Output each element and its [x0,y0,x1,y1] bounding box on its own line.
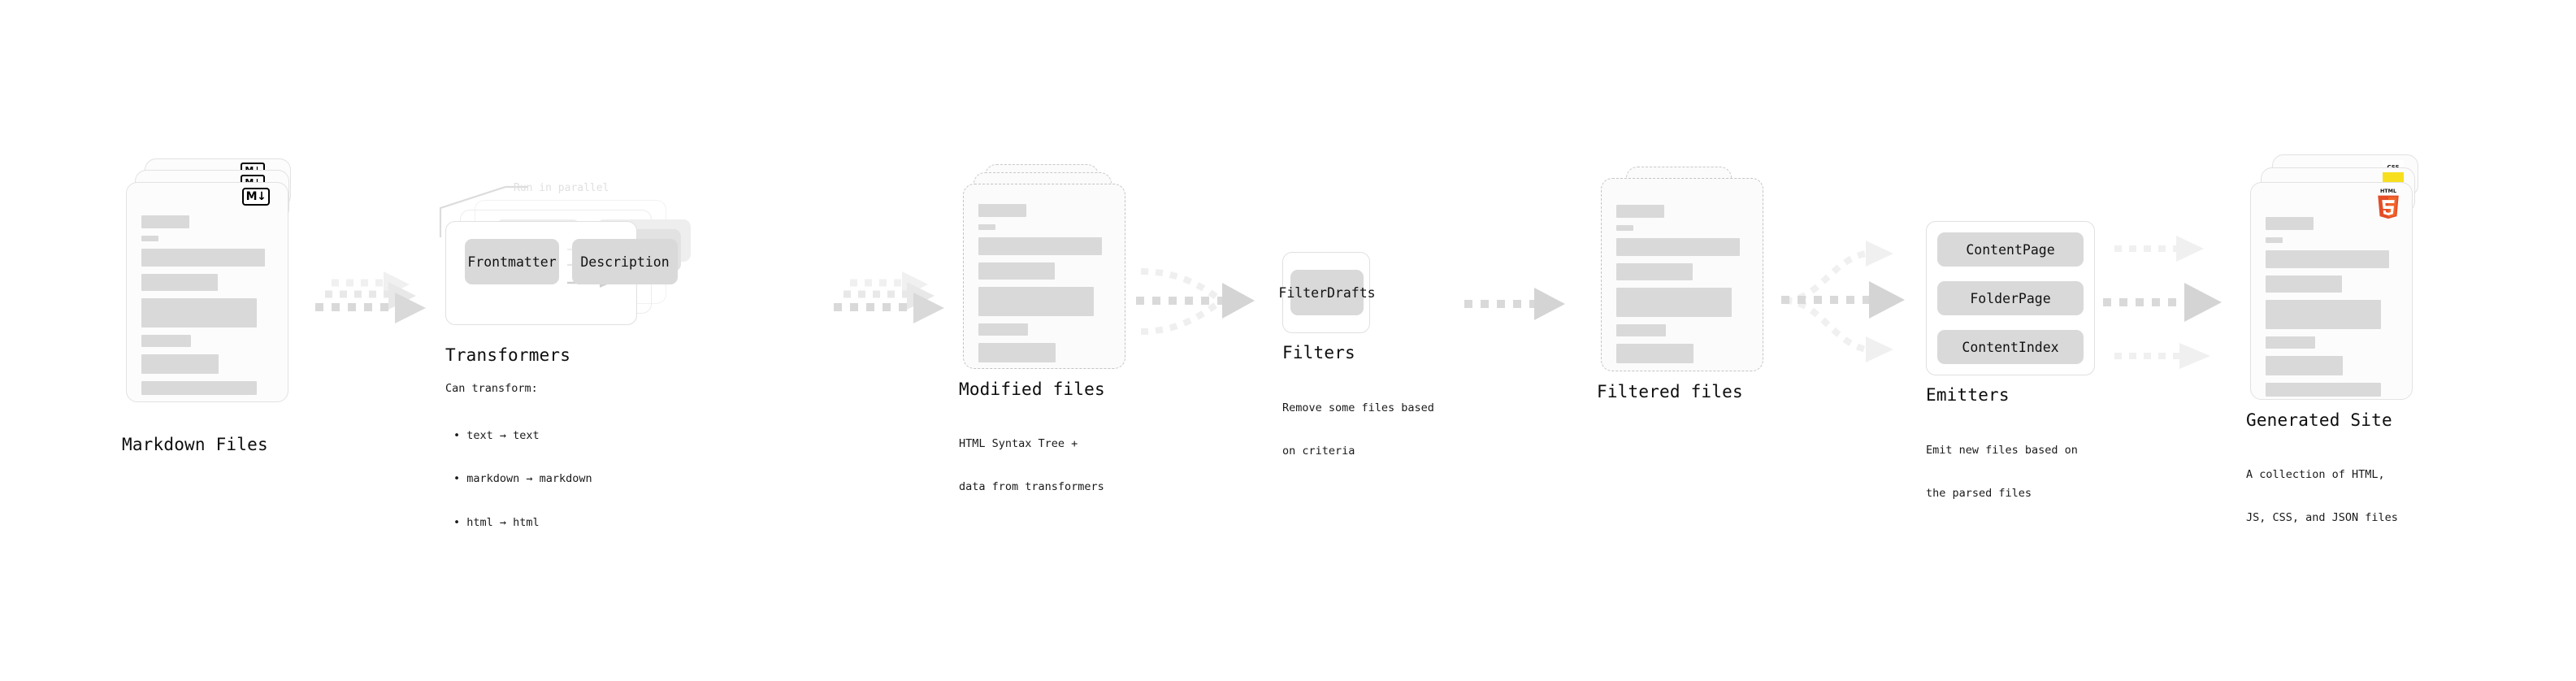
run-in-parallel-label: Run in parallel [514,182,609,194]
emitters-pill-contentindex-label: ContentIndex [1962,339,2059,355]
markdown-badge-label: M↓ [245,190,267,203]
markdown-card-stack: M↓ M↓ M↓ [122,158,297,427]
transformers-list-text: • text → text • markdown → markdown • ht… [453,400,592,559]
connector-transformers-to-modified [834,271,944,323]
filters-title: Filters [1282,343,1355,362]
modified-card-stack [959,164,1134,432]
modified-files-title: Modified files [959,380,1105,399]
transformers-title: Transformers [445,345,571,365]
transformer-pill-frontmatter[interactable]: Frontmatter [465,239,559,284]
subtitle-line: Remove some files based [1282,401,1434,414]
content-bar [978,224,995,230]
content-bar [978,237,1102,255]
subtitle-line: the parsed files [1926,487,2032,501]
subtitle-line: JS, CSS, and JSON files [2246,511,2398,525]
generated-site-subtitle: A collection of HTML, JS, CSS, and JSON … [2246,439,2398,555]
content-bar [978,204,1026,217]
subtitle-line: on criteria [1282,445,1355,458]
svg-text:HTML: HTML [2380,188,2396,194]
content-bar [978,262,1055,280]
transformer-pill-frontmatter-label: Frontmatter [467,254,557,270]
content-bar [1616,225,1633,231]
connector-emitters-to-site [2103,236,2222,369]
site-card-stack: CSS HTML [2246,154,2421,431]
content-bar [141,354,219,374]
connector-filtered-to-emitters [1781,241,1905,362]
filters-subtitle: Remove some files based on criteria [1282,372,1434,488]
content-bar [1616,288,1732,317]
filtered-card-front[interactable] [1601,178,1763,371]
content-bar [141,381,257,395]
filters-pill-filterdrafts[interactable]: FilterDrafts [1278,270,1376,315]
content-bar [2266,250,2389,268]
stage-modified-files: Modified files HTML Syntax Tree + data f… [959,164,1134,493]
connector-modified-to-filters [1136,268,1255,335]
content-bar [1616,344,1693,363]
connector-markdown-to-transformers [315,271,426,323]
modified-card-content [978,204,1113,368]
filtered-card-stack [1597,167,1772,410]
content-bar [2266,356,2343,375]
content-bar [2266,300,2381,329]
content-bar [978,287,1094,316]
content-bar [141,274,218,291]
stage-filtered-files: Filtered files [1597,167,1772,410]
subtitle-line: A collection of HTML, [2246,467,2385,481]
site-card-content [2266,217,2400,399]
emitters-pill-contentpage-label: ContentPage [1966,241,2055,258]
content-bar [1616,205,1664,218]
content-bar [978,343,1056,362]
subtitle-line: Emit new files based on [1926,443,2078,457]
content-bar [2266,383,2381,397]
transformers-subtitle-heading: Can transform: [445,382,538,395]
run-in-parallel-bracket [439,185,528,237]
transformer-pill-description[interactable]: Description [572,239,678,284]
content-bar [2266,237,2283,243]
filtered-card-content [1616,205,1751,371]
content-bar [141,335,191,347]
content-bar [141,249,265,267]
transform-item: • markdown → markdown [453,472,592,486]
modified-card-front[interactable] [963,184,1125,369]
content-bar [2266,336,2315,349]
site-card-front[interactable] [2250,182,2413,400]
connector-filters-to-filtered [1464,288,1565,320]
emitters-pill-folderpage[interactable]: FolderPage [1937,281,2084,315]
markdown-files-title: Markdown Files [122,435,268,454]
content-bar [978,323,1028,336]
emitters-pill-contentpage[interactable]: ContentPage [1937,232,2084,267]
markdown-card-content [141,215,276,401]
stage-generated-site: CSS HTML [2246,154,2421,524]
subtitle-line: HTML Syntax Tree + [959,436,1078,450]
emitters-subtitle: Emit new files based on the parsed files [1926,414,2078,531]
modified-files-subtitle: HTML Syntax Tree + data from transformer… [959,408,1104,524]
emitters-title: Emitters [1926,385,2010,405]
subtitle-line: data from transformers [959,480,1104,494]
content-bar [1616,238,1740,256]
filtered-files-title: Filtered files [1597,382,1743,401]
emitters-pill-folderpage-label: FolderPage [1970,290,2051,306]
transform-item: • html → html [453,515,540,529]
content-bar [2266,217,2314,230]
html5-icon: HTML [2378,188,2399,219]
content-bar [141,236,158,241]
markdown-card-front[interactable] [126,182,288,402]
content-bar [141,215,189,228]
content-bar [1616,263,1693,280]
markdown-icon: M↓ [242,188,270,206]
filters-pill-filterdrafts-label: FilterDrafts [1278,284,1376,301]
transformer-pill-description-label: Description [580,254,670,270]
content-bar [2266,275,2342,293]
emitters-pill-contentindex[interactable]: ContentIndex [1937,330,2084,364]
content-bar [141,298,257,327]
stage-markdown-files: M↓ M↓ M↓ [122,158,297,454]
transform-item: • text → text [453,428,540,442]
content-bar [1616,324,1666,336]
generated-site-title: Generated Site [2246,410,2392,430]
